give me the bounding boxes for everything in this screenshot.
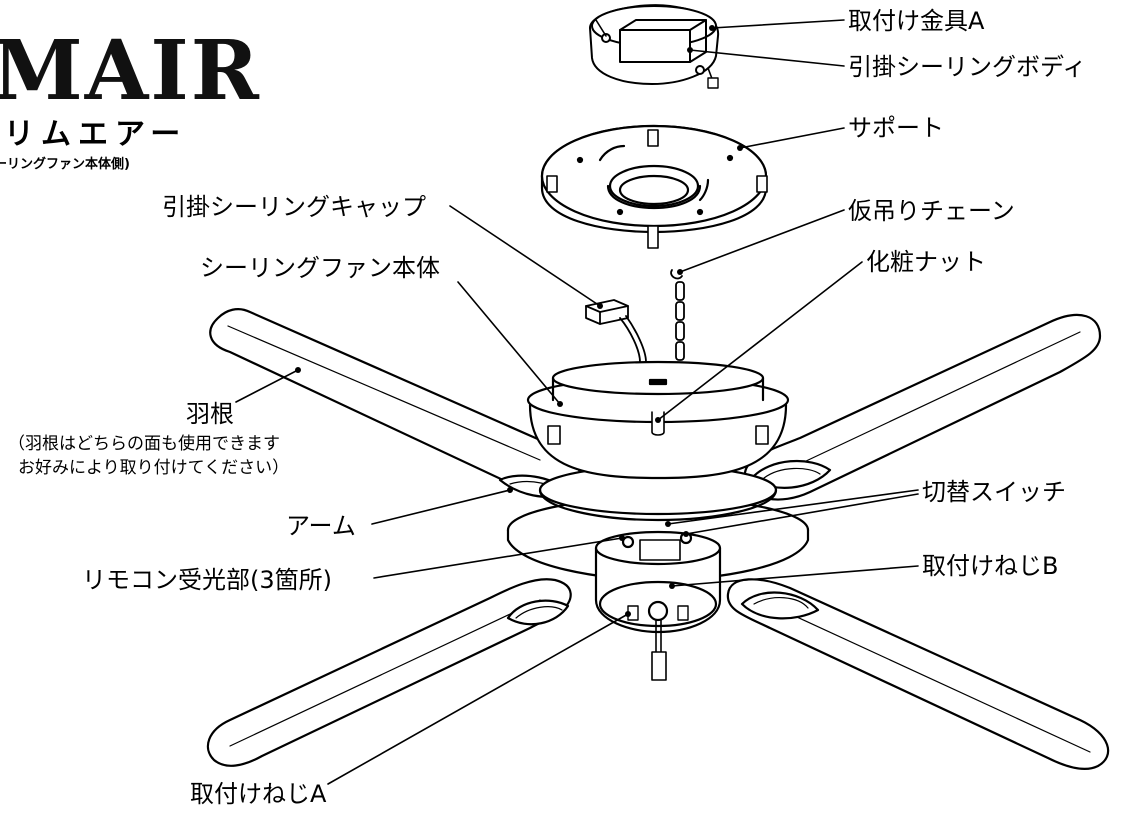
label-ceiling-cap: 引掛シーリングキャップ <box>162 193 426 221</box>
brand-logo-subtitle: ーリングファン本体側) <box>0 157 130 172</box>
label-switch: 切替スイッチ <box>922 478 1066 506</box>
label-fan-body: シーリングファン本体 <box>200 254 440 282</box>
temporary-chain <box>670 269 685 361</box>
label-ceiling-body: 引掛シーリングボディ <box>848 53 1087 81</box>
blade-lower-right <box>726 578 1110 770</box>
label-screw-a: 取付けねじA <box>190 780 327 808</box>
support-plate <box>540 124 768 249</box>
blade-lower-left <box>206 578 572 767</box>
leader-lines <box>235 19 919 785</box>
ceiling-cap <box>585 299 647 363</box>
label-blade-note-2: お好みにより取り付けてください） <box>18 458 290 478</box>
label-screw-b: 取付けねじB <box>922 552 1059 580</box>
label-remote-receiver: リモコン受光部(3箇所) <box>82 566 332 594</box>
label-support: サポート <box>848 114 944 142</box>
brand-logo-wordmark: MAIR <box>0 23 261 119</box>
label-decor-nut: 化粧ナット <box>866 248 986 276</box>
leader-dots <box>295 25 743 617</box>
label-bracket-a: 取付け金具A <box>848 7 985 35</box>
label-arm: アーム <box>286 512 356 540</box>
brand-logo-kana: リムエアー <box>4 117 188 152</box>
ceiling-body-and-bracket <box>589 4 720 89</box>
blade-upper-right <box>743 313 1102 501</box>
label-temp-chain: 仮吊りチェーン <box>848 197 1015 225</box>
label-blade: 羽根 <box>186 400 234 428</box>
label-blade-note-1: （羽根はどちらの面も使用できます <box>8 434 280 454</box>
